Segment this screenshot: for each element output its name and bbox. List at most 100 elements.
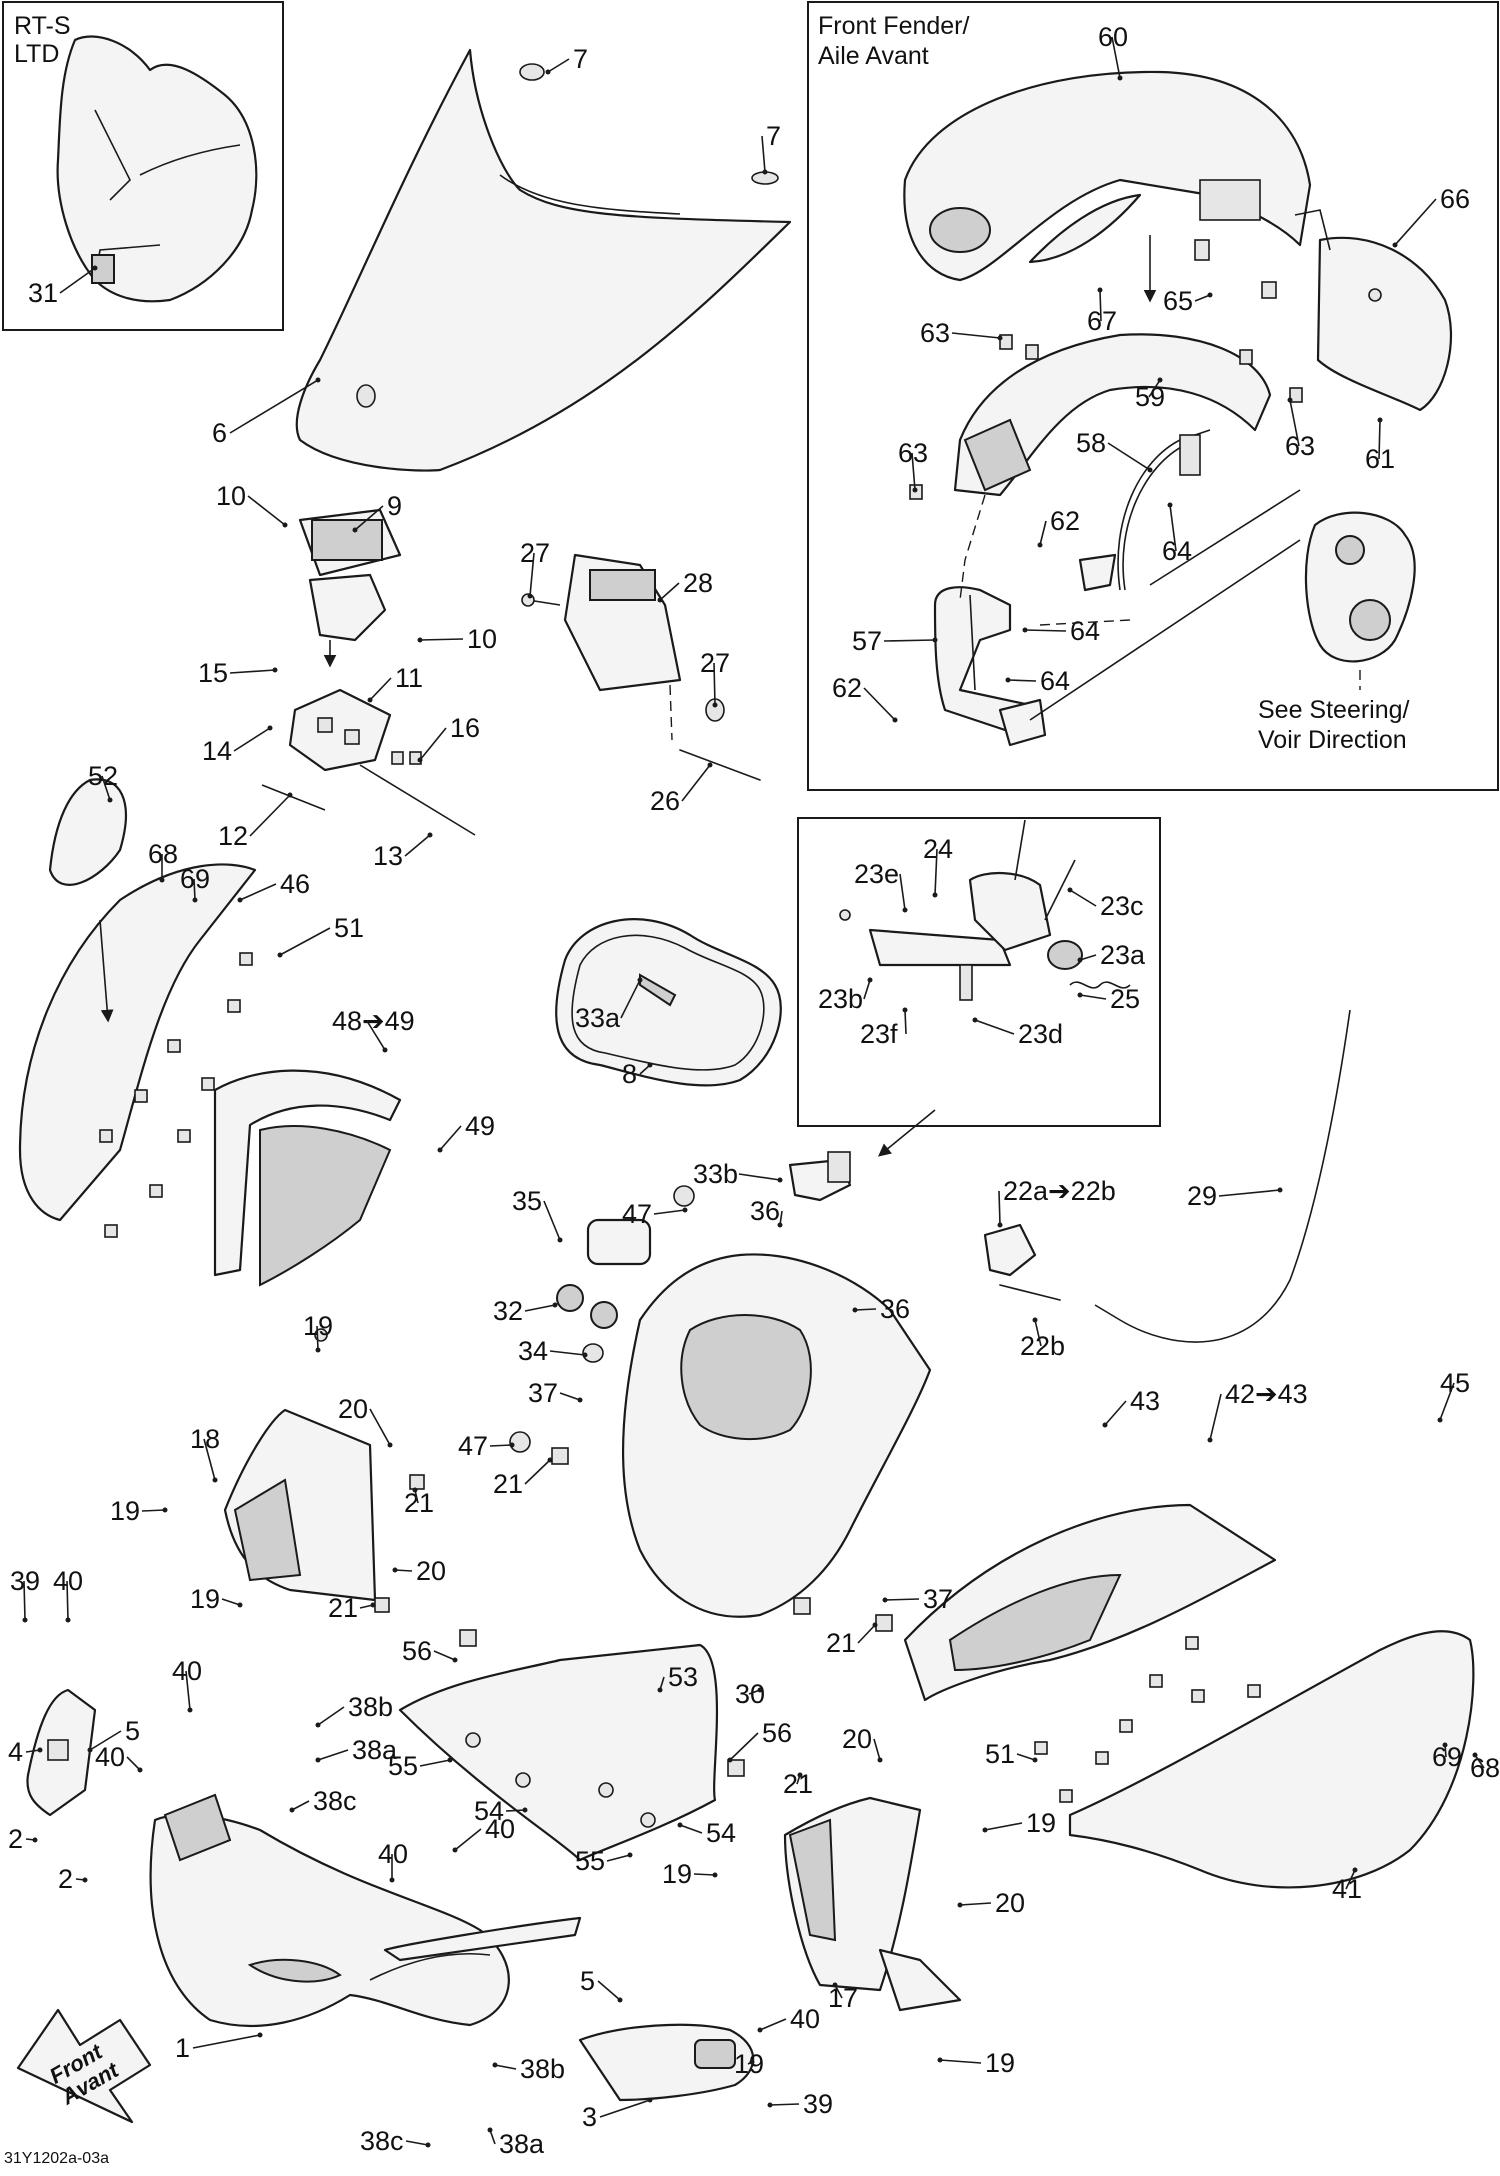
callout-c42: 42➔43 (1225, 1379, 1308, 1409)
leader-c37b (884, 1598, 920, 1601)
leader-dot-c38a2 (487, 2127, 493, 2133)
center-console-bracket (521, 553, 761, 781)
callout-c38b2: 38b (520, 2054, 565, 2084)
callout-c10a: 10 (216, 481, 246, 511)
callout-c33b: 33b (693, 1159, 738, 1189)
leader-c33b (738, 1173, 781, 1181)
front-storage-bin (509, 1185, 932, 1632)
callout-c23e: 23e (854, 859, 899, 889)
leader-c60 (1111, 36, 1121, 79)
callout-c40d: 40 (485, 1814, 515, 1844)
leader-c61 (1378, 419, 1381, 460)
callout-c18: 18 (190, 1424, 220, 1454)
callout-c31: 31 (28, 278, 58, 308)
callout-c36a: 36 (750, 1196, 780, 1226)
leader-dot-c20a (387, 1442, 393, 1448)
leader-c40d (454, 1828, 482, 1851)
leader-dot-c61 (1377, 417, 1383, 423)
left-panel-clips (99, 952, 253, 1238)
leader-c55a (419, 1759, 451, 1767)
leader-c21d (857, 1624, 876, 1644)
callout-c45: 45 (1440, 1368, 1470, 1398)
leader-c47b (489, 1444, 513, 1447)
leader-c35 (543, 1200, 561, 1241)
leader-dot-c33a (637, 977, 643, 983)
left-bumper-bracket (26, 1688, 97, 1817)
leader-c64b (1024, 629, 1067, 632)
leader-c18 (203, 1438, 216, 1481)
leader-dot-c63c (912, 487, 918, 493)
leader-c23d (974, 1019, 1015, 1035)
leader-c64c (1007, 679, 1037, 682)
leader-dot-c34 (582, 1352, 588, 1358)
leader-c33a (620, 979, 641, 1019)
leader-dot-c47a (682, 1207, 688, 1213)
leader-dot-c17 (832, 1982, 838, 1988)
callout-c36b: 36 (880, 1294, 910, 1324)
callout-c2a: 2 (8, 1824, 23, 1854)
leader-dot-c25 (1077, 992, 1083, 998)
callout-c27a: 27 (520, 538, 550, 568)
leader-c19b (141, 1509, 166, 1512)
callout-c54a: 54 (474, 1796, 504, 1826)
leader-c16 (419, 727, 447, 761)
leader-dot-c19e (712, 1872, 718, 1878)
leader-c52 (101, 775, 111, 801)
callout-c21d: 21 (826, 1628, 856, 1658)
callout-c37b: 37 (923, 1584, 953, 1614)
callout-c53: 53 (668, 1662, 698, 1692)
leader-c3 (599, 2099, 651, 2118)
leader-c23c (1069, 889, 1097, 907)
leader-dot-c23f (902, 1007, 908, 1013)
callout-c7a: 7 (573, 44, 588, 74)
callout-c28: 28 (683, 568, 713, 598)
callout-c17: 17 (828, 1983, 858, 2013)
leader-c20a (369, 1408, 391, 1446)
leader-dot-c14 (267, 725, 273, 731)
leader-dot-c4 (37, 1747, 43, 1753)
callout-c69b: 69 (1432, 1742, 1462, 1772)
right-panel-clips (1034, 1636, 1261, 1803)
leader-dot-c65 (1207, 292, 1213, 298)
callout-c22b: 22b (1020, 1331, 1065, 1361)
leader-c26 (681, 764, 711, 802)
leader-c22b (1034, 1319, 1042, 1347)
steering-lock-assembly (839, 819, 1131, 1001)
leader-c48 (366, 1020, 386, 1051)
leader-dot-c19b (162, 1507, 168, 1513)
leader-dot-c7b (762, 169, 768, 175)
callout-c22a: 22a➔22b (1003, 1176, 1116, 1206)
callout-c55b: 55 (575, 1846, 605, 1876)
leader-c55b (606, 1854, 631, 1862)
leader-dot-c46 (237, 897, 243, 903)
leader-dot-c68a (159, 877, 165, 883)
leader-dot-c60 (1117, 75, 1123, 81)
leader-dot-c59 (1157, 377, 1163, 383)
leader-dot-c31 (92, 265, 98, 271)
leader-c19a (316, 1325, 319, 1351)
leader-c56a (433, 1650, 456, 1661)
fender-brace (933, 429, 1211, 747)
leader-c10a (247, 495, 286, 526)
leader-dot-c45 (1437, 1417, 1443, 1423)
leader-dot-c1 (257, 2032, 263, 2038)
leader-dot-c49 (437, 1147, 443, 1153)
callout-c40e: 40 (378, 1839, 408, 1869)
leader-c29 (1218, 1189, 1281, 1197)
callout-c19c: 19 (190, 1584, 220, 1614)
leader-c27a (529, 552, 535, 597)
leader-dot-c2b (82, 1877, 88, 1883)
leader-dot-c68b (1472, 1752, 1478, 1758)
leader-c38c2 (405, 2140, 429, 2146)
callout-c12: 12 (218, 821, 248, 851)
callout-c47a: 47 (622, 1199, 652, 1229)
leader-c7b (761, 135, 766, 173)
leader-dot-c23c (1067, 887, 1073, 893)
callout-c64c: 64 (1040, 666, 1070, 696)
leader-c23b (863, 979, 871, 1000)
skid-plate (398, 1629, 745, 1862)
leader-c40f (759, 2018, 787, 2031)
leader-c25 (1079, 994, 1107, 1000)
